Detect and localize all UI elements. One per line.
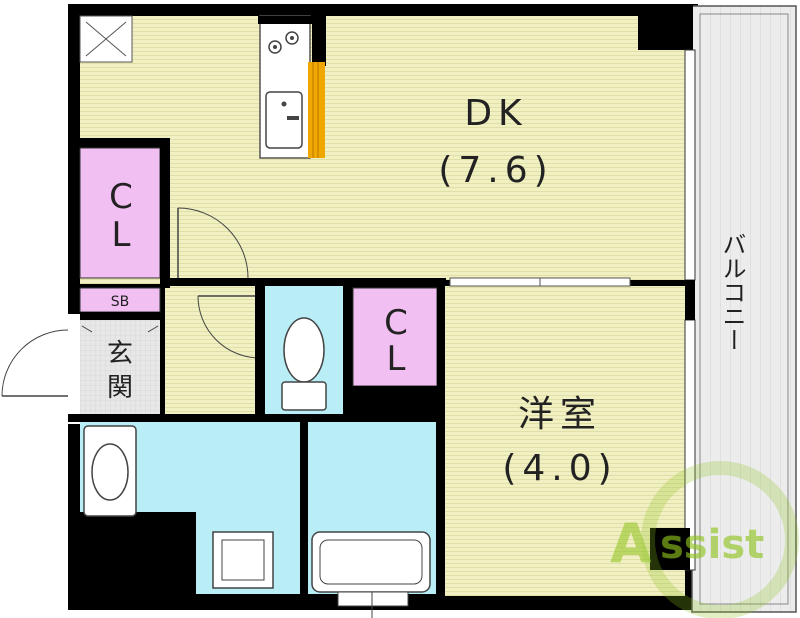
toilet-icon bbox=[283, 317, 325, 383]
door-swing bbox=[197, 295, 261, 359]
shoe-box bbox=[79, 287, 161, 313]
dk-label: DK bbox=[464, 93, 527, 134]
washbasin-icon bbox=[91, 443, 129, 501]
western-room-floor bbox=[442, 286, 685, 596]
svg-text:A: A bbox=[610, 512, 652, 575]
entrance-label-bottom: 関 bbox=[107, 373, 133, 403]
dk-size: (7.6) bbox=[438, 150, 553, 191]
closet-1-label-bottom: L bbox=[112, 215, 131, 255]
stove-burner-icon bbox=[285, 31, 299, 45]
dk-floor bbox=[80, 16, 685, 284]
closet-2 bbox=[352, 287, 438, 387]
entrance-area bbox=[80, 320, 160, 414]
balcony-label: バルコニー bbox=[718, 232, 746, 352]
shoe-box-label: SB bbox=[111, 294, 130, 310]
watermark-logo: A ssist bbox=[610, 461, 799, 618]
entry-door-swing bbox=[1, 329, 69, 397]
kitchen-accent bbox=[308, 62, 325, 158]
entrance-label-top: 玄 bbox=[107, 339, 133, 369]
stove-burner-icon bbox=[268, 40, 282, 54]
door-swing bbox=[177, 207, 249, 279]
closet-1 bbox=[79, 147, 161, 279]
closet-1-label-top: C bbox=[109, 177, 133, 217]
bathtub-icon bbox=[311, 531, 431, 593]
sink-icon bbox=[265, 91, 303, 149]
hallway-floor bbox=[165, 286, 255, 416]
western-room-size: (4.0) bbox=[502, 448, 617, 489]
closet-2-label-bottom: L bbox=[387, 339, 406, 379]
washing-machine-icon bbox=[212, 531, 274, 589]
western-room-label: 洋室 bbox=[518, 394, 602, 435]
closet-2-label-top: C bbox=[384, 303, 408, 343]
svg-text:ssist: ssist bbox=[660, 522, 764, 568]
